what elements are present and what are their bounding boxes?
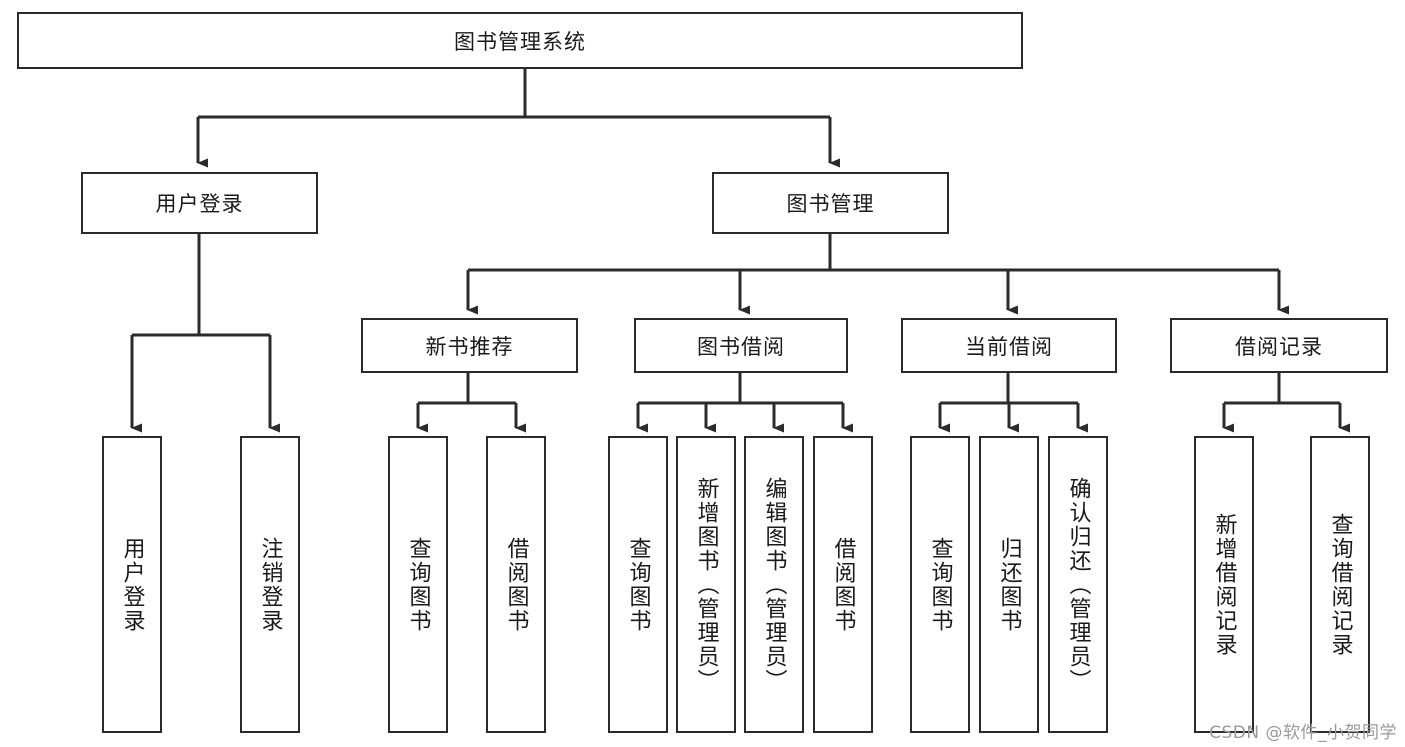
node-leaf-query-record[interactable]: 查询借阅记录 xyxy=(1310,436,1370,733)
node-leaf-query-record-label: 查询借阅记录 xyxy=(1327,512,1353,657)
node-leaf-confirm-return-label: 确认归还（管理员） xyxy=(1065,476,1091,693)
node-leaf-add-record[interactable]: 新增借阅记录 xyxy=(1194,436,1254,733)
node-book-borrow-label: 图书借阅 xyxy=(697,334,785,359)
node-leaf-add-book-label: 新增图书（管理员） xyxy=(693,476,719,693)
node-leaf-confirm-return[interactable]: 确认归还（管理员） xyxy=(1048,436,1108,733)
node-new-book-rec[interactable]: 新书推荐 xyxy=(361,318,578,373)
node-current-borrow-label: 当前借阅 xyxy=(965,334,1053,359)
node-leaf-user-logout[interactable]: 注销登录 xyxy=(240,436,300,733)
node-book-manage-label: 图书管理 xyxy=(786,192,875,216)
node-leaf-add-book[interactable]: 新增图书（管理员） xyxy=(676,436,736,733)
node-new-book-rec-label: 新书推荐 xyxy=(425,334,514,359)
watermark: CSDN @软件_小贺同学 xyxy=(1209,723,1397,743)
node-root-label: 图书管理系统 xyxy=(454,29,586,54)
node-leaf-borrow-book-1[interactable]: 借阅图书 xyxy=(486,436,546,733)
node-leaf-query-book-1-label: 查询图书 xyxy=(405,536,431,633)
node-leaf-user-login[interactable]: 用户登录 xyxy=(102,436,162,733)
node-leaf-query-book-1[interactable]: 查询图书 xyxy=(388,436,448,733)
node-leaf-query-book-3-label: 查询图书 xyxy=(927,536,953,633)
node-leaf-return-book-label: 归还图书 xyxy=(996,536,1022,633)
node-leaf-query-book-2-label: 查询图书 xyxy=(625,536,651,633)
node-borrow-record[interactable]: 借阅记录 xyxy=(1170,318,1388,373)
node-user-login-label: 用户登录 xyxy=(155,192,244,216)
node-leaf-edit-book-label: 编辑图书（管理员） xyxy=(761,476,787,693)
node-root[interactable]: 图书管理系统 xyxy=(17,12,1023,69)
node-book-borrow[interactable]: 图书借阅 xyxy=(634,318,848,373)
node-leaf-return-book[interactable]: 归还图书 xyxy=(979,436,1039,733)
node-leaf-user-logout-label: 注销登录 xyxy=(257,536,283,633)
node-leaf-query-book-3[interactable]: 查询图书 xyxy=(910,436,970,733)
node-leaf-add-record-label: 新增借阅记录 xyxy=(1211,512,1237,657)
node-leaf-borrow-book-2-label: 借阅图书 xyxy=(830,536,856,633)
node-leaf-borrow-book-1-label: 借阅图书 xyxy=(503,536,529,633)
node-current-borrow[interactable]: 当前借阅 xyxy=(901,318,1117,373)
node-leaf-edit-book[interactable]: 编辑图书（管理员） xyxy=(744,436,804,733)
node-user-login[interactable]: 用户登录 xyxy=(81,172,318,234)
node-leaf-user-login-label: 用户登录 xyxy=(119,536,145,633)
node-leaf-borrow-book-2[interactable]: 借阅图书 xyxy=(813,436,873,733)
node-book-manage[interactable]: 图书管理 xyxy=(712,172,949,234)
node-leaf-query-book-2[interactable]: 查询图书 xyxy=(608,436,668,733)
node-borrow-record-label: 借阅记录 xyxy=(1235,334,1323,359)
